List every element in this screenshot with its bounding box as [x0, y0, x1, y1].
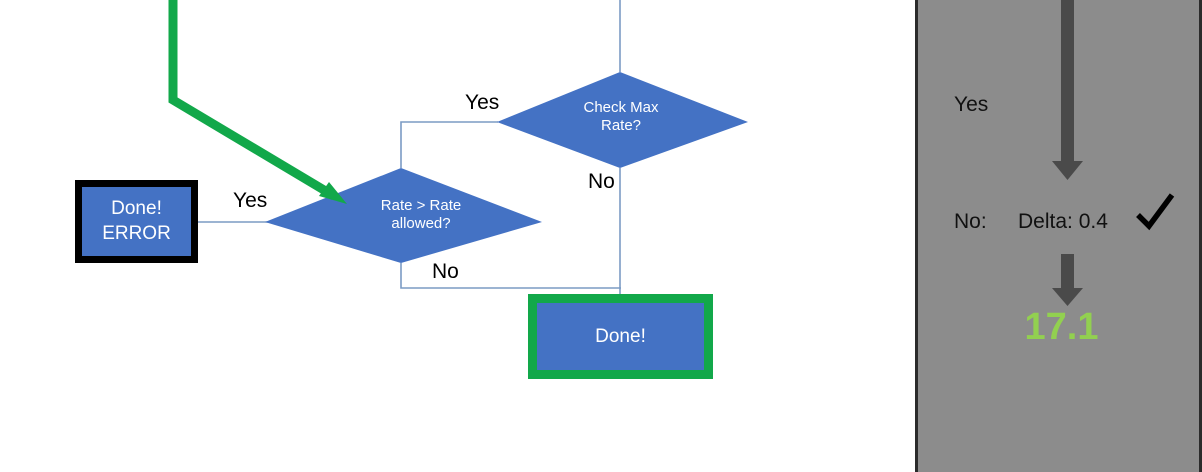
- process-done[interactable]: Done!: [528, 294, 713, 379]
- gray-side-panel: Yes No: Delta: 0.4 17.1: [915, 0, 1202, 472]
- panel-arrow-bottom-icon: [1052, 254, 1083, 306]
- edge-label-rate-gt-rate-yes: Yes: [233, 189, 268, 212]
- edge-label-check-max-rate-no: No: [588, 170, 615, 193]
- connector-check-max-rate-yes: [400, 121, 498, 168]
- panel-delta-label: Delta: 0.4: [1018, 210, 1108, 233]
- panel-no-label: No:: [954, 210, 987, 233]
- panel-yes-label: Yes: [954, 93, 989, 116]
- green-highlight-arrowhead: [319, 182, 347, 204]
- decision-check-max-rate[interactable]: [497, 72, 748, 168]
- panel-graphics: [1052, 0, 1083, 306]
- process-done-label: Done!: [595, 325, 646, 347]
- flowchart-graphics: [168, 0, 748, 295]
- check-mark-icon: [1136, 193, 1175, 231]
- process-done-error-label: Done! ERROR: [102, 198, 171, 244]
- decision-rate-gt-rate-allowed[interactable]: [265, 168, 542, 263]
- panel-arrow-top-icon: [1052, 0, 1083, 180]
- edge-label-rate-gt-rate-no: No: [432, 260, 459, 283]
- panel-result-value: 17.1: [1024, 306, 1099, 348]
- connector-rate-gt-rate-no: [400, 263, 621, 289]
- process-done-error[interactable]: Done! ERROR: [75, 180, 198, 263]
- flowchart-area: Check Max Rate? Rate > Rate allowed? Yes…: [75, 0, 748, 379]
- green-highlight-arrow: [168, 0, 337, 200]
- edge-label-check-max-rate-yes: Yes: [465, 91, 500, 114]
